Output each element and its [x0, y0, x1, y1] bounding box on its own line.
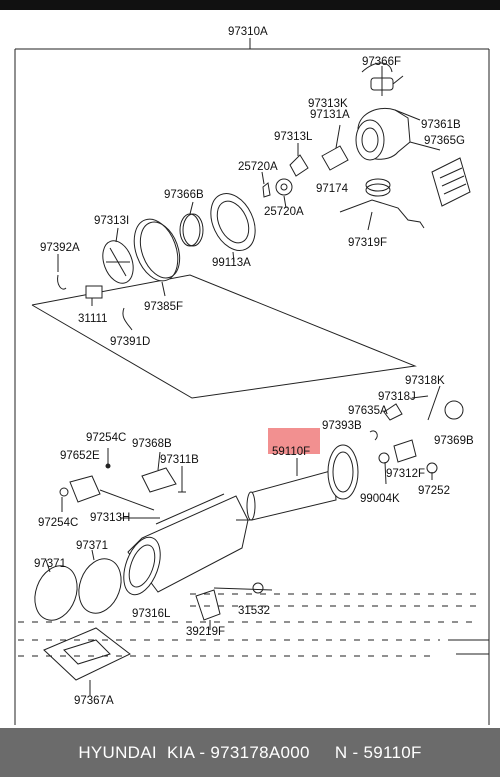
label-97652E: 97652E — [60, 450, 100, 462]
label-97313L: 97313L — [274, 131, 313, 143]
label-97369B: 97369B — [434, 435, 474, 447]
label-99004K: 99004K — [360, 493, 400, 505]
lower-assembly — [18, 385, 489, 696]
label-97391D: 97391D — [110, 336, 150, 348]
label-97371-1: 97371 — [34, 558, 66, 570]
label-97131A: 97131A — [310, 109, 350, 121]
label-97393B: 97393B — [322, 420, 362, 432]
label-97254C-1: 97254C — [86, 432, 126, 444]
label-97365G: 97365G — [424, 135, 465, 147]
label-59110F: 59110F — [272, 446, 310, 458]
label-97252: 97252 — [418, 485, 450, 497]
label-25720A-2: 25720A — [264, 206, 304, 218]
parts-diagram: 97310A 97366F 97313K 97131A 97361B 97313… — [0, 10, 500, 728]
label-31111: 31111 — [78, 313, 107, 325]
label-97368B: 97368B — [132, 438, 172, 450]
label-97174: 97174 — [316, 183, 349, 195]
label-97635A: 97635A — [348, 405, 388, 417]
label-97366B: 97366B — [164, 189, 204, 201]
label-97361B: 97361B — [421, 119, 461, 131]
highlight-59110F — [268, 428, 320, 454]
upper-assembly — [57, 62, 471, 331]
callout-labels: 97310A 97366F 97313K 97131A 97361B 97313… — [34, 26, 474, 707]
label-97367A: 97367A — [74, 695, 114, 707]
label-97254C-2: 97254C — [38, 517, 78, 529]
diagram-svg: 97310A 97366F 97313K 97131A 97361B 97313… — [14, 26, 490, 725]
label-97392A: 97392A — [40, 242, 80, 254]
label-97316L: 97316L — [132, 608, 171, 620]
label-97311B: 97311B — [160, 454, 199, 466]
part-number-footer: HYUNDAI KIA - 973178A000 N - 59110F — [0, 728, 500, 777]
label-97318J: 97318J — [378, 391, 416, 403]
label-97313H: 97313H — [90, 512, 130, 524]
label-97310A: 97310A — [228, 26, 268, 38]
label-97371-2: 97371 — [76, 540, 108, 552]
label-97313K: 97313K — [308, 98, 348, 110]
label-97313I: 97313I — [94, 215, 129, 227]
label-97366F: 97366F — [362, 56, 401, 68]
label-25720A-1: 25720A — [238, 161, 278, 173]
label-31532: 31532 — [238, 605, 270, 617]
label-97318K: 97318K — [405, 375, 445, 387]
top-bar — [0, 0, 500, 10]
label-99113A: 99113A — [212, 257, 251, 269]
label-97385F: 97385F — [144, 301, 183, 313]
subassembly-divider — [31, 274, 417, 399]
label-39219F: 39219F — [186, 626, 225, 638]
label-97319F: 97319F — [348, 237, 387, 249]
label-97312F: 97312F — [386, 468, 425, 480]
